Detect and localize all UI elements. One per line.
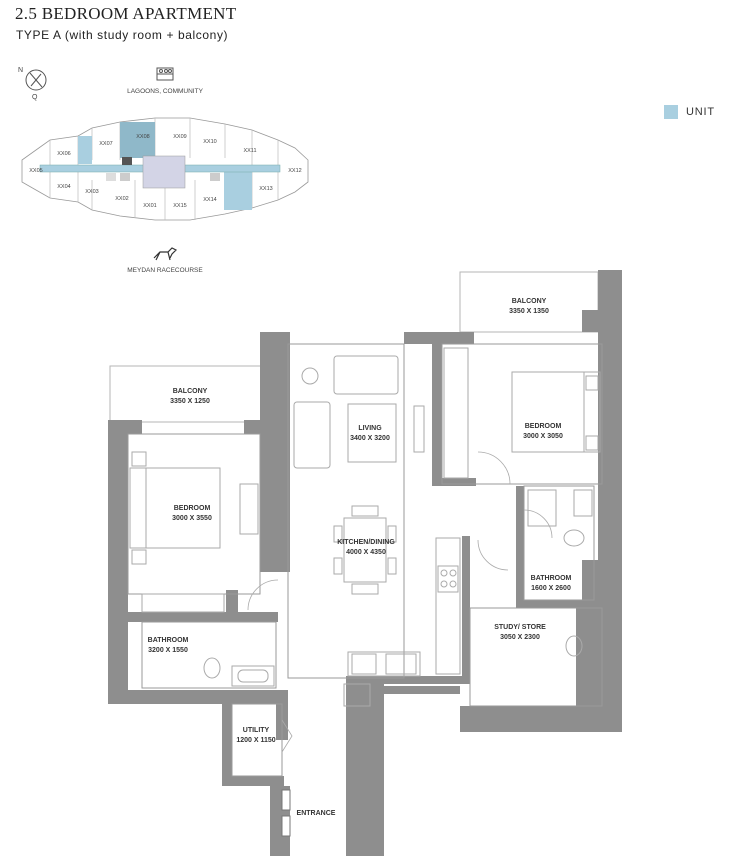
room-size: 3000 X 3050 <box>523 433 563 440</box>
page-subtitle: TYPE A (with study room + balcony) <box>16 28 229 42</box>
room-label: BALCONY <box>173 388 208 395</box>
unit-label: XX05 <box>29 168 42 174</box>
room-size: 3050 X 2300 <box>500 634 540 641</box>
compass-south: Q <box>32 94 38 101</box>
bed-left-icon <box>129 451 259 613</box>
unit-label: XX02 <box>115 196 128 202</box>
keyplan-top-label: LAGOONS, COMMUNITY <box>127 88 204 95</box>
sofa-icon <box>333 355 399 395</box>
unit-label: XX15 <box>173 203 186 209</box>
shower-icon <box>573 489 593 517</box>
room-label: BEDROOM <box>174 505 211 512</box>
bathroom-fixtures <box>203 489 593 687</box>
living-furniture <box>293 355 425 469</box>
desk-icon <box>239 483 259 535</box>
room-size: 4000 X 4350 <box>346 549 386 556</box>
horse-icon <box>153 247 178 261</box>
dining-table-icon <box>333 505 397 595</box>
legend-swatch <box>664 105 678 119</box>
walls <box>108 270 622 856</box>
community-icon <box>156 67 174 81</box>
unit-label: XX14 <box>203 197 216 203</box>
room-size: 3350 X 1350 <box>509 308 549 315</box>
key-plan: N Q LAGOONS, COMMUNITY XX05 XX06 <box>18 67 309 274</box>
room-size: 1600 X 2600 <box>531 585 571 592</box>
wardrobe-left-icon <box>141 593 225 613</box>
fridge-icon <box>385 653 417 675</box>
toilet-left-icon <box>203 657 221 679</box>
unit-label: XX09 <box>173 134 186 140</box>
keyplan-bottom-label: MEYDAN RACECOURSE <box>127 267 203 274</box>
living-area-outline <box>287 343 405 679</box>
room-label: BEDROOM <box>525 423 562 430</box>
vanity-icon <box>231 665 275 687</box>
unit-label: XX07 <box>99 141 112 147</box>
lamp-icon <box>301 367 319 385</box>
page-title: 2.5 BEDROOM APARTMENT <box>15 4 237 23</box>
room-label: BATHROOM <box>148 637 189 644</box>
room-size: 3000 X 3550 <box>172 515 212 522</box>
sink-icon <box>351 653 377 675</box>
legend-label: UNIT <box>686 106 715 118</box>
room-size: 3400 X 3200 <box>350 435 390 442</box>
unit-label: XX06 <box>57 151 70 157</box>
bed-right-icon <box>443 347 601 479</box>
room-size: 3200 X 1550 <box>148 647 188 654</box>
compass-icon: N Q <box>18 67 47 101</box>
unit-label: XX12 <box>288 168 301 174</box>
legend: UNIT <box>664 104 715 120</box>
room-label: UTILITY <box>243 727 270 734</box>
room-label: ENTRANCE <box>297 810 336 817</box>
armchair-icon <box>293 401 331 469</box>
unit-label: XX01 <box>143 203 156 209</box>
unit-label: XX13 <box>259 186 272 192</box>
compass-north: N <box>18 67 23 74</box>
entrance-door <box>281 789 291 837</box>
wardrobe-icon <box>443 347 469 479</box>
room-label: LIVING <box>358 425 382 432</box>
room-label: BATHROOM <box>531 575 572 582</box>
room-label: KITCHEN/DINING <box>337 539 395 546</box>
room-size: 3350 X 1250 <box>170 398 210 405</box>
toilet-icon <box>563 529 585 547</box>
unit-label: XX11 <box>243 148 256 154</box>
unit-label: XX08 <box>136 134 149 140</box>
door-swings <box>247 451 553 753</box>
unit-label: XX03 <box>85 189 98 195</box>
unit-label: XX04 <box>57 184 70 190</box>
room-label: BALCONY <box>512 298 547 305</box>
room-size: 1200 X 1150 <box>236 737 275 744</box>
unit-label: XX10 <box>203 139 216 145</box>
hob-icon <box>437 565 459 593</box>
room-label: STUDY/ STORE <box>494 624 546 631</box>
kitchen-counter <box>343 537 461 707</box>
